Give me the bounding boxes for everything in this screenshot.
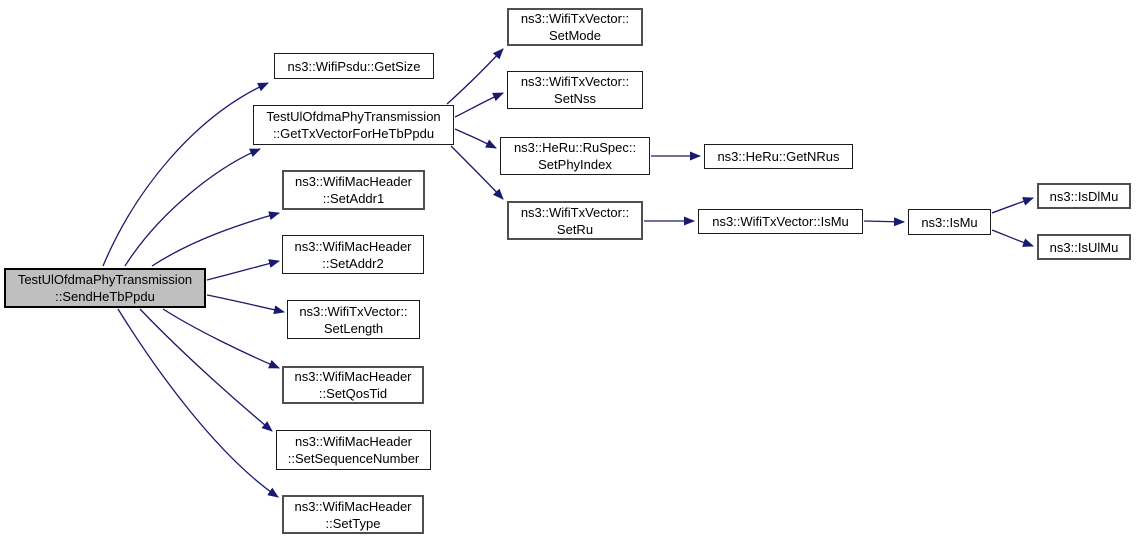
node-label: ::SetAddr1 [322, 191, 385, 206]
node-label: SetRu [556, 221, 594, 237]
node-isdlmu[interactable]: ns3::IsDlMu [1037, 183, 1131, 209]
edge-sendhetbppdu-getsize [102, 82, 269, 267]
edge-gettxvector-setmode [446, 48, 504, 105]
node-label: ::SendHeTbPpdu [55, 289, 155, 304]
node-label: TestUlOfdmaPhyTransmission [266, 109, 441, 124]
node-label: ns3::IsMu [921, 214, 978, 230]
node-send-he-tb-ppdu: TestUlOfdmaPhyTransmission ::SendHeTbPpd… [4, 268, 206, 308]
node-label: TestUlOfdmaPhyTransmission [17, 272, 193, 287]
node-wifitxvector-setmode[interactable]: ns3::WifiTxVector:: SetMode [507, 8, 643, 46]
edge-sendhetbppdu-setqostid [162, 308, 280, 369]
node-label: ns3::WifiTxVector:: [520, 11, 630, 26]
node-label: ns3::WifiMacHeader [294, 174, 413, 189]
edge-sendhetbppdu-setaddr2 [206, 259, 280, 281]
node-label: ns3::WifiMacHeader [294, 434, 413, 449]
edge-sendhetbppdu-settype [117, 308, 279, 498]
node-label: ::SetType [325, 515, 381, 531]
node-ismu[interactable]: ns3::IsMu [908, 209, 991, 235]
node-label: ::GetTxVectorForHeTbPpdu [272, 126, 435, 141]
node-label: ns3::WifiMacHeader [294, 369, 412, 384]
node-label: SetLength [323, 320, 384, 336]
edge-sendhetbppdu-setlength [206, 294, 285, 315]
node-label: ::SetQosTid [318, 386, 388, 401]
node-label: ns3::WifiMacHeader [294, 238, 412, 254]
node-wifitxvector-ismu[interactable]: ns3::WifiTxVector::IsMu [698, 209, 863, 234]
edge-ismu-isulmu [991, 229, 1034, 247]
edge-gettxvector-setnss [454, 92, 504, 118]
node-label: ns3::HeRu::GetNRus [717, 149, 840, 164]
node-label: ns3::WifiTxVector:: [299, 303, 408, 319]
edge-gettxvector-setru [450, 145, 504, 200]
node-label: SetNss [554, 91, 596, 106]
node-wifitxvector-setru[interactable]: ns3::WifiTxVector:: SetRu [507, 201, 643, 240]
node-heru-ruspec-setphyindex[interactable]: ns3::HeRu::RuSpec:: SetPhyIndex [500, 137, 650, 175]
node-label: ns3::WifiPsdu::GetSize [287, 58, 421, 74]
edge-wifitxvectorismu-ismu [863, 217, 905, 227]
edge-ismu-isdlmu [991, 197, 1034, 214]
node-label: ::SetSequenceNumber [287, 451, 420, 466]
node-label: ns3::HeRu::RuSpec:: [513, 140, 637, 155]
node-label: ::SetAddr2 [322, 255, 384, 271]
node-wifitxvector-setlength[interactable]: ns3::WifiTxVector:: SetLength [287, 300, 420, 339]
node-wifimacheader-setaddr2[interactable]: ns3::WifiMacHeader ::SetAddr2 [282, 235, 424, 274]
node-wifimacheader-settype[interactable]: ns3::WifiMacHeader ::SetType [282, 495, 424, 534]
node-label: ns3::IsDlMu [1049, 188, 1119, 204]
edge-sendhetbppdu-setaddr1 [151, 211, 280, 267]
node-isulmu[interactable]: ns3::IsUlMu [1037, 234, 1131, 260]
node-label: ns3::WifiTxVector::IsMu [712, 214, 849, 229]
node-label: SetMode [548, 28, 602, 43]
node-wifimacheader-setqostid[interactable]: ns3::WifiMacHeader ::SetQosTid [282, 366, 424, 404]
node-label: ns3::WifiTxVector:: [520, 74, 630, 89]
node-wifimacheader-setaddr1[interactable]: ns3::WifiMacHeader ::SetAddr1 [282, 170, 425, 210]
edge-sendhetbppdu-setsequencenumber [139, 308, 273, 432]
node-get-tx-vector-for-he-tb-ppdu[interactable]: TestUlOfdmaPhyTransmission ::GetTxVector… [253, 105, 454, 145]
node-heru-getnrus[interactable]: ns3::HeRu::GetNRus [704, 144, 853, 169]
node-wifimacheader-setsequencenumber[interactable]: ns3::WifiMacHeader ::SetSequenceNumber [276, 430, 431, 470]
node-label: ns3::IsUlMu [1049, 239, 1119, 255]
node-label: SetPhyIndex [538, 157, 612, 172]
node-wifipsdu-getsize[interactable]: ns3::WifiPsdu::GetSize [274, 53, 434, 79]
edge-sendhetbppdu-gettxvector [124, 148, 261, 267]
node-label: ns3::WifiTxVector:: [520, 204, 630, 220]
node-wifitxvector-setnss[interactable]: ns3::WifiTxVector:: SetNss [507, 71, 643, 109]
node-label: ns3::WifiMacHeader [294, 498, 412, 514]
edge-gettxvector-setphyindex [454, 128, 497, 149]
